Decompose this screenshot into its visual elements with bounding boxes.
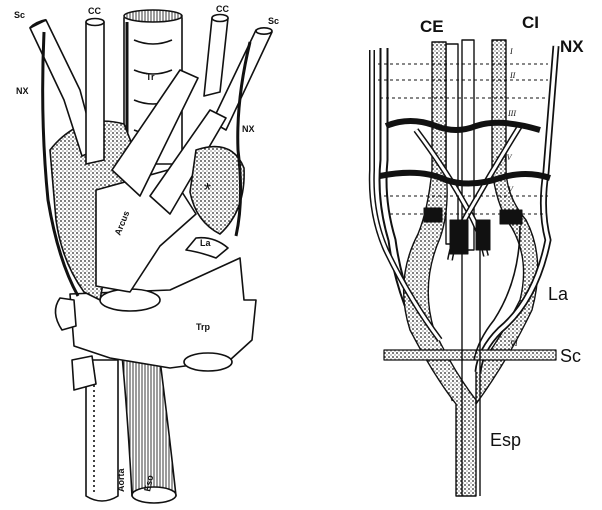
label-nx-right-fig: NX bbox=[560, 37, 584, 56]
label-sc-right-fig: Sc bbox=[560, 346, 581, 366]
label-cc-left: CC bbox=[88, 6, 101, 16]
label-tr: Tr bbox=[146, 72, 155, 82]
label-sc-left: Sc bbox=[14, 10, 25, 20]
label-nx-right: NX bbox=[242, 124, 255, 134]
right-cc-tube bbox=[204, 15, 228, 97]
label-nx-left: NX bbox=[16, 86, 29, 96]
label-aorta: Aorta bbox=[116, 468, 126, 492]
label-ci: CI bbox=[522, 13, 539, 32]
label-esp: Esp bbox=[490, 430, 521, 450]
numeral-4: IV bbox=[503, 153, 513, 162]
numeral-3: III bbox=[507, 109, 516, 118]
numeral-2: II bbox=[509, 71, 516, 80]
left-dissection-drawing bbox=[30, 10, 272, 503]
numeral-6: VI bbox=[510, 339, 518, 348]
left-cc-tube bbox=[86, 19, 104, 165]
numeral-5: V bbox=[508, 185, 514, 194]
right-schematic-drawing bbox=[372, 40, 556, 496]
label-asterisk: * bbox=[204, 180, 211, 200]
label-cc-right: CC bbox=[216, 4, 229, 14]
label-sc-right: Sc bbox=[268, 16, 279, 26]
label-la-left: La bbox=[200, 238, 211, 248]
numeral-1: I bbox=[509, 47, 513, 56]
label-trp: Trp bbox=[196, 322, 211, 332]
label-la-right-fig: La bbox=[548, 284, 569, 304]
sc-horizontal-bar bbox=[384, 350, 556, 360]
larynx-structure bbox=[186, 147, 244, 258]
label-ce: CE bbox=[420, 17, 444, 36]
